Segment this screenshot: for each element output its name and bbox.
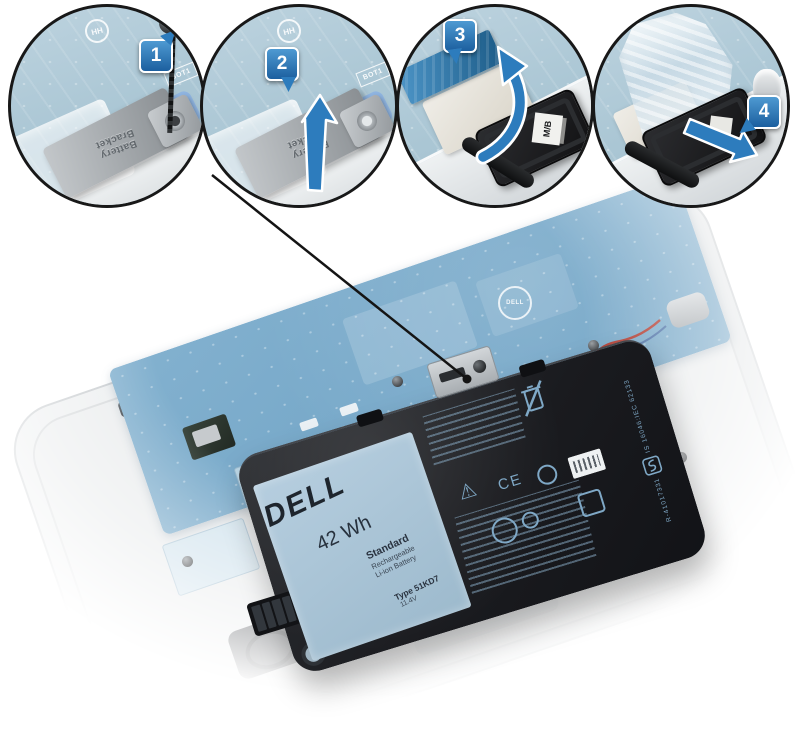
warning-triangle-icon: ⚠ <box>455 478 480 505</box>
callout-step-3: M/B 3 <box>396 4 594 208</box>
bis-mark-icon <box>642 455 663 476</box>
mb-cable-label <box>708 115 733 137</box>
crossed-out-bin-icon <box>520 380 544 417</box>
bracket-engraving: Battery Bracket <box>93 126 138 161</box>
callout-step-2: HH BOT1 Battery Bracket 2 <box>200 4 398 208</box>
recycle-ring-icon <box>534 462 560 488</box>
screw <box>588 340 599 351</box>
barcode-sticker <box>567 448 607 480</box>
step-number-badge: 3 <box>443 19 477 53</box>
bis-registration-text: R-41017331 <box>652 476 673 523</box>
dell-logo-pcb: DELL <box>498 286 532 320</box>
pcb-stamp: HH <box>274 16 304 46</box>
step-number-badge: 4 <box>747 95 781 129</box>
callout-step-1: HH BOT1 Battery Bracket 1 <box>8 4 206 208</box>
battery-clip <box>518 358 547 378</box>
screw <box>392 376 403 387</box>
screw-hole <box>161 107 189 135</box>
pcb-stamp: HH <box>82 16 112 46</box>
ce-mark: CE <box>495 470 525 495</box>
bracket-engraving: Battery Bracket <box>285 126 330 161</box>
step-number-badge: 1 <box>139 39 173 73</box>
screw <box>182 556 193 567</box>
step-number-badge: 2 <box>265 47 299 81</box>
battery: DELL 42 Wh Standard Rechargeable Li-ion … <box>233 334 711 677</box>
fine-print <box>422 388 526 466</box>
callout-step-4: 4 <box>592 4 790 208</box>
screw-head <box>159 12 181 34</box>
bis-standard-text: IS 16046:IEC 62133 <box>622 378 652 454</box>
bis-certification: IS 16046:IEC 62133 R-41017331 <box>612 375 687 537</box>
mb-cable-label: M/B <box>531 112 564 146</box>
screw-hole <box>353 107 381 135</box>
pcb-silkscreen-label: BOT1 <box>355 61 391 88</box>
